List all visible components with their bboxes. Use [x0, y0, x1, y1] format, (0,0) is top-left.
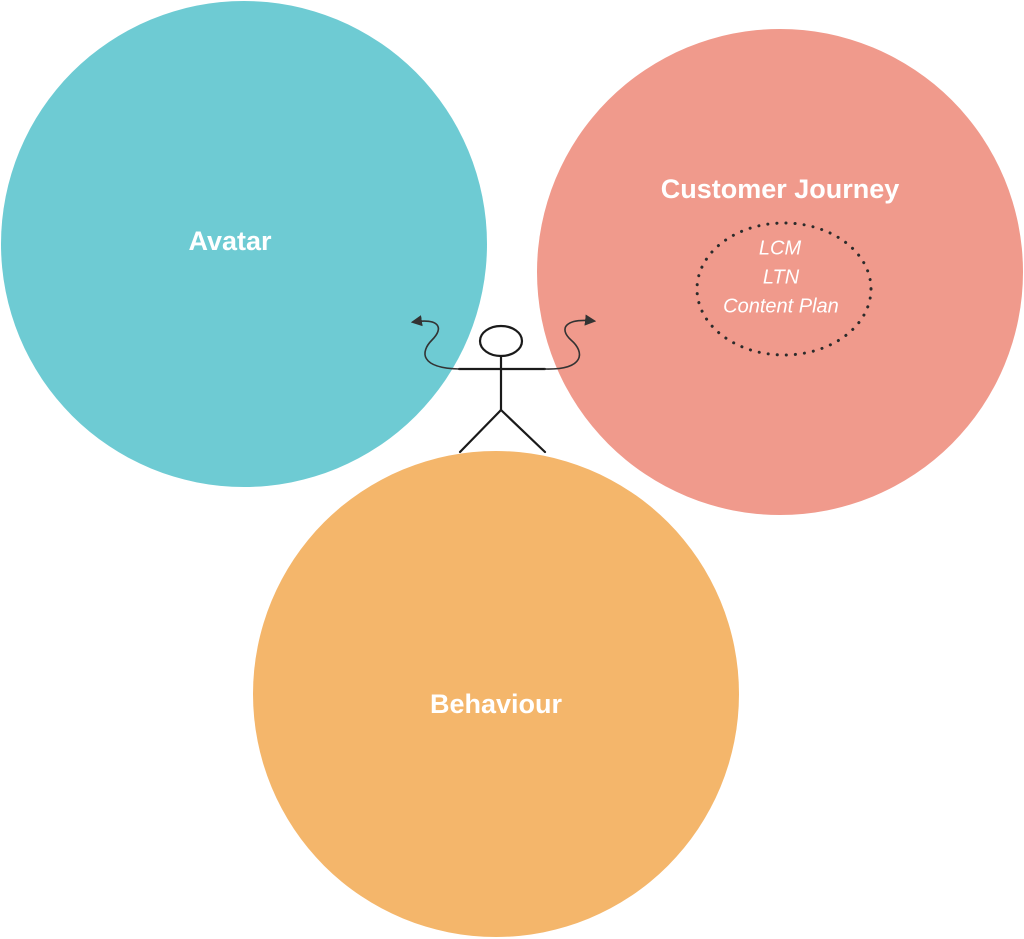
- item-lcm: LCM: [759, 237, 802, 259]
- avatar-label: Avatar: [188, 226, 272, 256]
- content-items-ellipse: [695, 221, 873, 357]
- figure-leg-right: [499, 408, 547, 454]
- stick-figure-icon: [457, 324, 547, 454]
- curved-arrow-right-icon: [544, 314, 597, 370]
- behaviour-circle: [253, 451, 739, 937]
- customer-journey-circle: [537, 29, 1023, 515]
- behaviour-label: Behaviour: [430, 689, 563, 719]
- figure-leg-left: [458, 408, 503, 454]
- customer-journey-label: Customer Journey: [661, 174, 900, 204]
- curved-arrow-left-icon: [410, 315, 460, 370]
- item-content-plan: Content Plan: [723, 295, 839, 317]
- figure-head: [478, 324, 524, 358]
- item-ltn: LTN: [763, 266, 800, 288]
- avatar-circle: [1, 1, 487, 487]
